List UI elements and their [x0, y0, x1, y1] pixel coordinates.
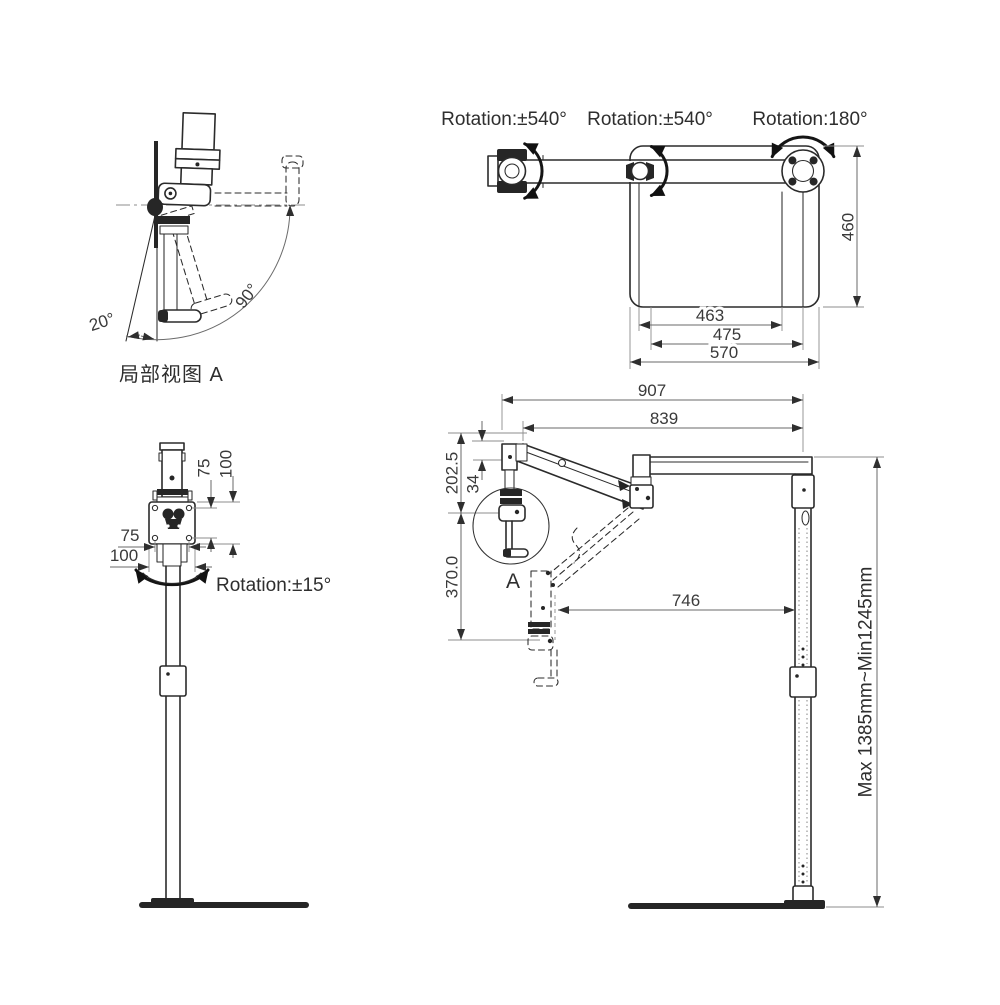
front-view-vesa-plate	[148, 501, 196, 545]
front-view-horizontal-dims: 75 100	[110, 526, 212, 572]
rotation-arrow-swivel-inner	[142, 572, 202, 584]
side-view-monitor-bracket	[498, 443, 529, 558]
dim-34: 34	[464, 475, 483, 494]
detail-angle-90: 90°	[232, 280, 263, 312]
dim-vesa-v-75: 75	[195, 459, 214, 478]
front-view: Rotation:±15° 75 100 75 100	[110, 442, 331, 908]
dim-height-range: Max 1385mm~Min1245mm	[856, 567, 877, 798]
detail-angle-20: 20°	[87, 309, 117, 335]
dim-vesa-h-75: 75	[121, 526, 140, 545]
top-view-base-flange	[770, 135, 836, 193]
front-view-base	[139, 898, 309, 908]
detail-circle-a	[472, 487, 550, 565]
dim-202-5: 202.5	[443, 452, 462, 495]
top-view: Rotation:±540° Rotation:±540° Rotation:1…	[441, 109, 868, 369]
top-view-head-joint	[487, 142, 544, 200]
rotation-label-elbow: Rotation:±540°	[587, 109, 713, 130]
rotation-arrow-head	[523, 142, 544, 200]
front-view-pole	[156, 543, 188, 902]
top-view-arm	[523, 154, 786, 189]
dim-463: 463	[696, 306, 724, 325]
detail-marker-a: A	[506, 570, 520, 593]
dim-475: 475	[713, 325, 741, 344]
front-view-vertical-dims: 75 100	[192, 450, 240, 558]
detail-view-caption: 局部视图 A	[119, 363, 224, 386]
side-view-base	[628, 900, 825, 909]
dim-570: 570	[710, 343, 738, 362]
detail-hinge-knuckle	[147, 198, 163, 216]
top-view-body-outline	[629, 145, 820, 308]
rotation-arrow-swivel	[134, 568, 210, 587]
dim-460: 460	[839, 213, 858, 241]
rotation-label-swivel: Rotation:±15°	[216, 575, 331, 596]
detail-bracket-solid	[158, 216, 202, 323]
rotation-arrow-elbow	[649, 145, 669, 197]
top-view-elbow-joint	[626, 145, 669, 197]
side-view-dimensions: 907 839 202.5 370.0 34 746 Max 1385mm~Mi…	[440, 378, 881, 907]
detail-sweep-arc	[125, 204, 295, 341]
rotation-label-base: Rotation:180°	[752, 109, 867, 130]
detail-arm-flipped-dashed	[214, 155, 304, 207]
side-view-pole	[789, 473, 817, 904]
detail-view-a: 90° 20° 局部视图 A	[87, 112, 305, 386]
dim-370-0: 370.0	[443, 556, 462, 599]
side-view-arm-lowered-dashed	[527, 507, 640, 687]
detail-screen-edge	[154, 141, 158, 248]
dim-907: 907	[638, 381, 666, 400]
dim-vesa-h-100: 100	[110, 546, 138, 565]
detail-monitor-outline	[157, 112, 221, 207]
dim-vesa-v-100: 100	[217, 450, 236, 478]
dim-746: 746	[672, 591, 700, 610]
top-view-dimensions: 460 463 475 570	[629, 145, 864, 369]
side-view: A	[440, 378, 884, 909]
front-view-head	[152, 442, 193, 503]
dim-839: 839	[650, 409, 678, 428]
side-view-elbow	[629, 454, 813, 509]
rotation-label-head: Rotation:±540°	[441, 109, 567, 130]
rotation-arrow-base	[770, 135, 836, 159]
